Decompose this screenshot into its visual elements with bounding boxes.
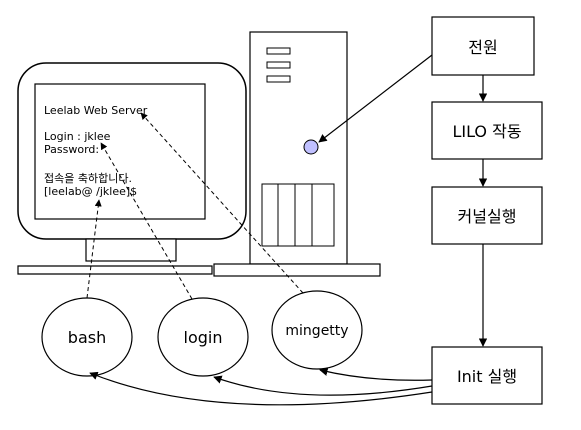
monitor-neck <box>85 238 177 262</box>
monitor <box>17 62 247 275</box>
process-mingetty: mingetty <box>271 290 363 370</box>
dashed-arrow-login <box>100 142 193 300</box>
tower-bay-2 <box>266 61 291 69</box>
terminal-line-2: Login : jklee <box>44 130 111 143</box>
process-label: bash <box>68 328 106 347</box>
tower-vent <box>261 183 335 247</box>
tower-case <box>213 31 381 277</box>
terminal-line-3: Password: <box>44 143 99 156</box>
process-label: login <box>184 328 223 347</box>
monitor-base <box>17 265 213 275</box>
boot-step-power: 전원 <box>431 16 535 76</box>
curve-init-to-mingetty <box>319 367 433 381</box>
boot-step-lilo: LILO 작동 <box>431 101 543 160</box>
process-login: login <box>157 297 249 377</box>
terminal-text: Leelab Web Server Login : jklee Password… <box>44 104 148 198</box>
boot-step-label: Init 실행 <box>457 367 517 386</box>
curve-init-to-bash <box>89 371 433 406</box>
process-bash: bash <box>41 297 133 377</box>
boot-step-label: LILO 작동 <box>452 122 521 141</box>
power-button <box>303 139 319 155</box>
process-label: mingetty <box>285 323 348 339</box>
dashed-arrow-mingetty <box>140 112 304 294</box>
tower-stand <box>213 263 381 277</box>
boot-step-init: Init 실행 <box>431 346 543 405</box>
boot-step-label: 전원 <box>468 38 497 57</box>
arrow-power-to-button <box>318 54 433 143</box>
curve-init-to-login <box>213 375 433 396</box>
tower-bay-3 <box>266 75 291 83</box>
boot-step-kernel: 커널실행 <box>431 186 543 245</box>
terminal-line-4: 접속을 축하합니다. <box>44 171 132 185</box>
dashed-arrow-bash <box>86 199 102 299</box>
monitor-screen <box>34 83 206 220</box>
terminal-line-1: Leelab Web Server <box>44 104 148 117</box>
tower-bay-1 <box>266 47 291 55</box>
boot-step-label: 커널실행 <box>458 207 517 226</box>
terminal-line-5: [leelab@ /jklee]$ <box>44 185 137 198</box>
